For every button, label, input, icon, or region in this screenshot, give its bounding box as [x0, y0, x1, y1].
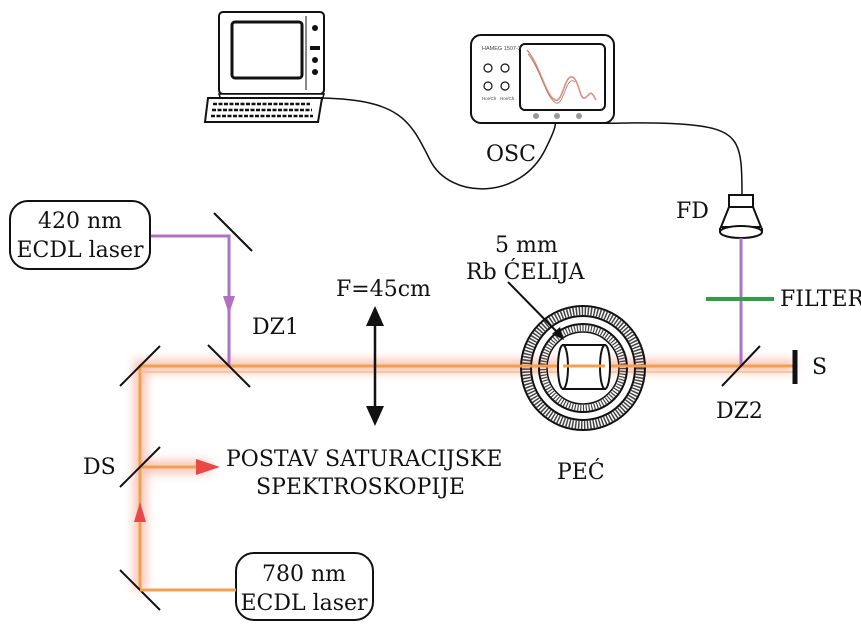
beam-direction-arrow-up	[134, 502, 146, 522]
cell-label-2: Rb ĆELIJA	[466, 258, 586, 285]
computer-icon	[203, 11, 326, 123]
oven	[520, 305, 646, 431]
computer-cable	[321, 97, 557, 190]
photodiode-cable	[578, 117, 743, 196]
laser-420-label-2: ECDL laser	[16, 238, 144, 263]
osc-label: OSC	[486, 142, 536, 167]
beam-420-arrow	[223, 296, 235, 314]
beam-780	[138, 364, 795, 590]
osc-brand: HAMEG 1507-3	[482, 46, 521, 52]
laser-780-box: 780 nm ECDL laser	[235, 552, 374, 621]
fd-label: FD	[676, 199, 709, 224]
saturation-arrow	[140, 459, 220, 475]
saturation-label-1: POSTAV SATURACIJSKE	[226, 447, 502, 472]
lens-label: F=45cm	[336, 277, 431, 302]
oven-label: PEĆ	[557, 458, 605, 485]
s-label: S	[812, 355, 827, 380]
dz1-label: DZ1	[252, 315, 299, 340]
laser-420-label-1: 420 nm	[38, 209, 122, 234]
cell-label-1: 5 mm	[495, 233, 558, 258]
osc-knob-label: Hor/Ch	[482, 96, 497, 101]
mirror-dz1	[207, 344, 251, 388]
saturation-label-2: SPEKTROSKOPIJE	[256, 475, 465, 500]
cell-pointer	[507, 281, 564, 340]
laser-780-label-2: ECDL laser	[240, 591, 368, 616]
laser-780-label-1: 780 nm	[262, 562, 346, 587]
ds-label: DS	[83, 455, 116, 480]
oscilloscope-icon: Hor/Ch Hor/Ch	[470, 34, 615, 124]
dz2-label: DZ2	[716, 399, 763, 424]
rb-cell	[557, 344, 611, 390]
mirror-ds	[119, 446, 161, 488]
mirror-dz2	[721, 345, 761, 387]
laser-420-box: 420 nm ECDL laser	[9, 200, 151, 270]
lens	[366, 306, 384, 426]
mirror-left-top	[119, 345, 161, 387]
osc-knob-label-2: Hor/Ch	[500, 96, 515, 101]
filter-label: FILTER	[780, 287, 861, 312]
photodiode-icon	[719, 194, 763, 239]
mirror-top-420	[213, 212, 253, 252]
beam-780-glow	[134, 360, 795, 590]
beam-420	[150, 234, 743, 366]
